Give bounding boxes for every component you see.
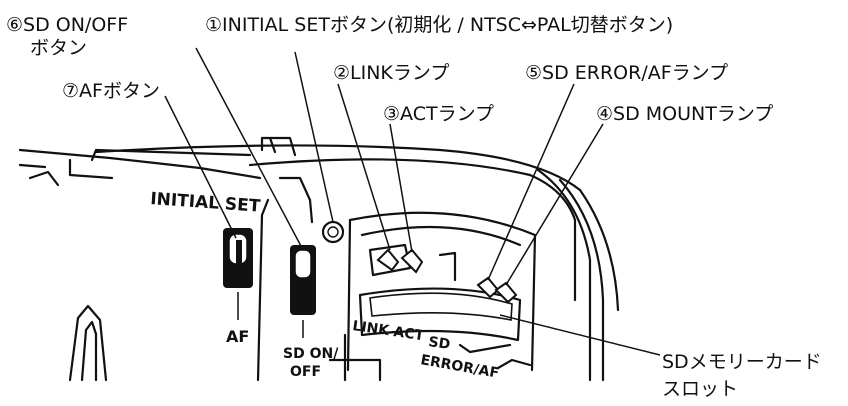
callout-sd-slot-line2: スロット bbox=[662, 378, 738, 400]
leader-line-act bbox=[389, 123, 413, 253]
sd-mount-lamp bbox=[494, 281, 518, 304]
device-label-error-af: ERROR/AF bbox=[419, 352, 500, 382]
device-label-link: LINK bbox=[351, 318, 391, 339]
af-button[interactable] bbox=[223, 228, 253, 320]
callout-sd-error-af: ⑤SD ERROR/AFランプ bbox=[525, 62, 728, 84]
initial-set-button[interactable] bbox=[321, 220, 345, 244]
leader-line-sd-error-af bbox=[487, 83, 575, 281]
device-label-af: AF bbox=[226, 327, 249, 346]
link-lamp bbox=[376, 248, 400, 272]
callout-sd-mount: ④SD MOUNTランプ bbox=[596, 103, 773, 125]
callout-initial-set: ①INITIAL SETボタン(初期化 / NTSC⇔PAL切替ボタン) bbox=[205, 14, 673, 36]
callout-act: ③ACTランプ bbox=[383, 103, 494, 125]
callout-link: ②LINKランプ bbox=[333, 62, 449, 84]
callout-sd-onoff-line1: ⑥SD ON/OFF bbox=[6, 14, 128, 36]
leader-line-link bbox=[337, 83, 391, 251]
leader-line-sd-slot bbox=[499, 314, 661, 356]
device-label-act: ACT bbox=[392, 324, 425, 344]
sd-card-slot[interactable] bbox=[369, 292, 513, 321]
callout-af-button: ⑦AFボタン bbox=[62, 80, 160, 102]
device-label-initial-set: INITIAL SET bbox=[150, 189, 262, 217]
sd-onoff-button[interactable] bbox=[290, 245, 316, 338]
device-label-sd: SD bbox=[427, 334, 451, 353]
callout-sd-slot-line1: SDメモリーカード bbox=[662, 351, 822, 373]
device-label-sd-onoff-2: OFF bbox=[290, 364, 321, 380]
device-label-sd-onoff-1: SD ON/ bbox=[283, 346, 339, 362]
leader-line-af bbox=[164, 95, 237, 239]
leader-line-sd-onoff bbox=[195, 47, 303, 249]
camera-housing bbox=[18, 136, 620, 382]
leader-lines bbox=[164, 47, 661, 356]
leader-line-initial-set bbox=[294, 51, 334, 223]
act-lamp bbox=[400, 248, 424, 274]
callout-sd-onoff-line2: ボタン bbox=[30, 37, 87, 59]
leader-line-sd-mount bbox=[505, 123, 604, 286]
